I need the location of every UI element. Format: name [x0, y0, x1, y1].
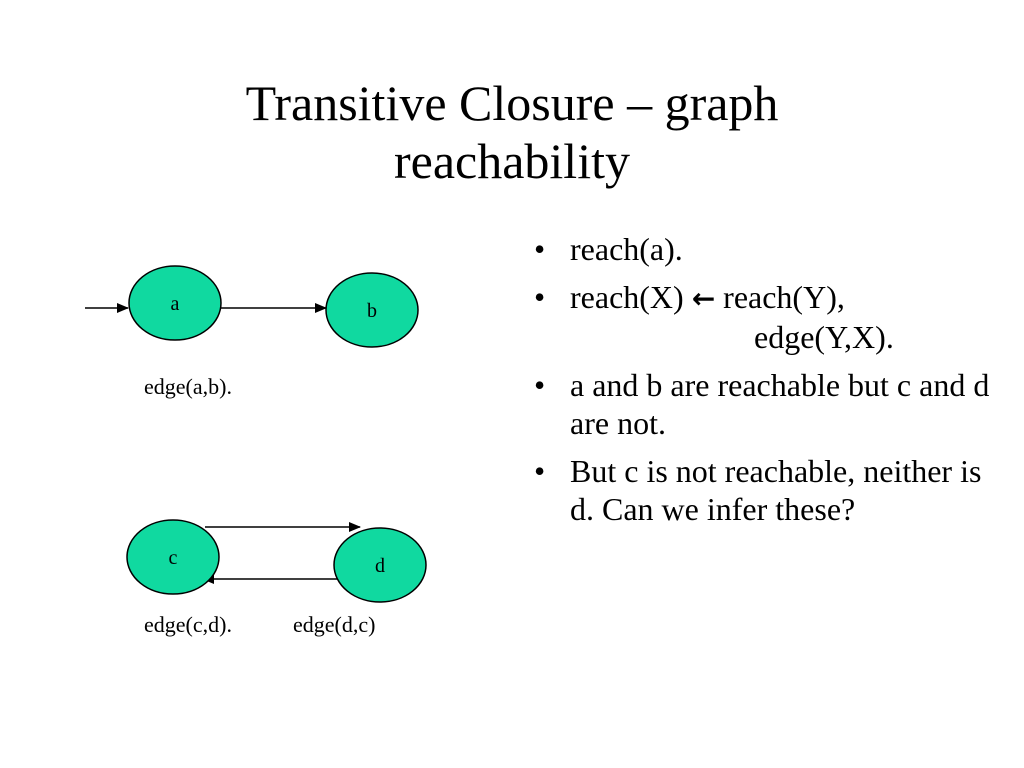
edge-label-cd: edge(c,d).	[144, 612, 232, 637]
graph-diagram: a b c d	[85, 265, 427, 603]
node-a	[128, 265, 222, 341]
bullet-dot: •	[534, 279, 546, 315]
slide-title: Transitive Closure – graph reachability	[0, 74, 1024, 190]
title-line-2: reachability	[394, 133, 630, 189]
left-arrow-icon: ←	[691, 282, 716, 315]
node-d-label: d	[375, 555, 385, 577]
title-line-1: Transitive Closure – graph	[245, 75, 779, 131]
node-d	[333, 527, 427, 603]
bullet-item-3: • a and b are reachable but c and d are …	[530, 366, 990, 442]
bullet-text-1: reach(a).	[570, 231, 683, 267]
bullet-item-4: • But c is not reachable, neither is d. …	[530, 452, 990, 528]
bullet-item-1: • reach(a).	[530, 230, 990, 268]
node-a-label: a	[171, 293, 180, 315]
bullet-dot: •	[534, 367, 546, 403]
bullet-dot: •	[534, 231, 546, 267]
bullet-text-3: a and b are reachable but c and d are no…	[570, 367, 990, 441]
bullet-list: • reach(a). • reach(X) ← reach(Y), edge(…	[530, 230, 990, 538]
bullet-text-2-head: reach(X)	[570, 279, 684, 315]
edge-label-ab: edge(a,b).	[144, 374, 232, 399]
node-b	[325, 272, 419, 348]
node-c	[126, 519, 220, 595]
edge-label-dc: edge(d,c)	[293, 612, 376, 637]
bullet-text-4: But c is not reachable, neither is d. Ca…	[570, 453, 982, 527]
bullet-dot: •	[534, 453, 546, 489]
node-c-label: c	[169, 547, 178, 569]
bullet-item-2: • reach(X) ← reach(Y), edge(Y,X).	[530, 278, 990, 356]
bullet-text-2-tail: reach(Y),	[723, 279, 845, 315]
node-b-label: b	[367, 300, 377, 322]
bullet-text-2-cont: edge(Y,X).	[754, 319, 894, 355]
